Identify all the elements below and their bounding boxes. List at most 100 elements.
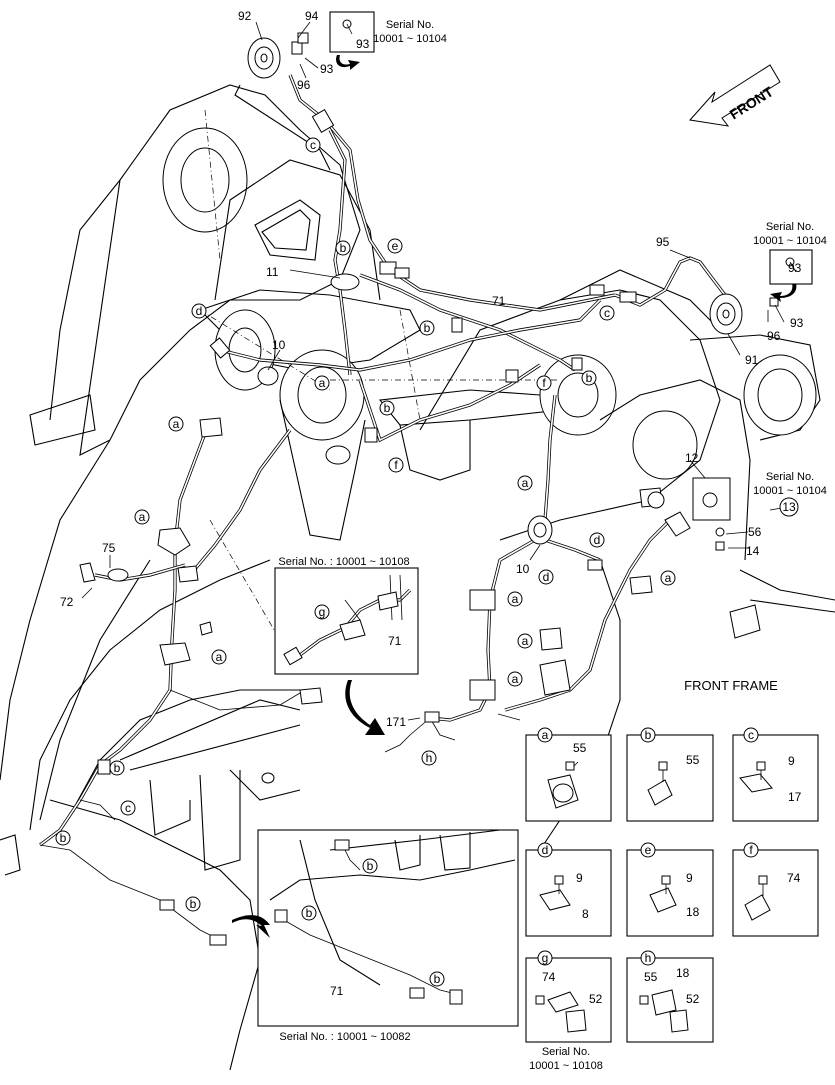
part-94: 94 — [305, 9, 319, 23]
serial-top-title: Serial No. — [386, 19, 434, 31]
inset-upper-serial: Serial No. : 10001 ~ 10108 — [278, 556, 409, 568]
detail-c-letter: c — [748, 728, 754, 742]
detail-box-a — [525, 734, 612, 822]
callout-b: b — [109, 760, 125, 776]
detail-f-header: f — [743, 842, 759, 858]
serial-labels: Serial No. 10001 ~ 10104 Serial No. 1000… — [278, 19, 826, 1072]
part-71: 71 — [492, 294, 506, 308]
part-9: 9 — [576, 871, 583, 885]
callout-g: g — [314, 604, 330, 620]
part-93: 93 — [790, 316, 804, 330]
callout-a-label: a — [173, 417, 180, 431]
callout-a: a — [168, 416, 184, 432]
detail-c-header: c — [743, 727, 759, 743]
part-55: 55 — [686, 753, 700, 767]
callout-f: f — [536, 375, 552, 391]
callout-a: a — [134, 509, 150, 525]
part-9: 9 — [788, 754, 795, 768]
callout-a-label: a — [522, 476, 529, 490]
detail-g-header: g — [537, 950, 553, 966]
callout-b-label: b — [190, 897, 197, 911]
callout-b-label: b — [114, 761, 121, 775]
callout-c: c — [599, 305, 615, 321]
part-10: 10 — [272, 338, 286, 352]
callout-c: c — [120, 800, 136, 816]
callout-13: 13 — [779, 497, 799, 517]
callout-b-label: b — [384, 401, 391, 415]
part-91: 91 — [745, 353, 759, 367]
part-71: 71 — [330, 984, 344, 998]
callout-e-label: e — [392, 239, 399, 253]
callout-a-label: a — [139, 510, 146, 524]
detail-f-letter: f — [749, 843, 753, 857]
callout-e: e — [387, 238, 403, 254]
part-9: 9 — [686, 871, 693, 885]
part-55: 55 — [573, 741, 587, 755]
part-18: 18 — [676, 966, 690, 980]
detail-a-header: a — [537, 727, 553, 743]
part-17: 17 — [788, 790, 802, 804]
detail-g-letter: g — [542, 951, 549, 965]
part-12: 12 — [685, 451, 699, 465]
part-96: 96 — [767, 329, 781, 343]
callout-f-label: f — [394, 458, 398, 472]
serial-right-title: Serial No. — [766, 221, 814, 233]
grommets — [257, 273, 731, 551]
callout-a-label: a — [522, 634, 529, 648]
callout-a: a — [660, 570, 676, 586]
callout-b: b — [185, 896, 201, 912]
detail-e-letter: e — [645, 843, 652, 857]
callout-h-label: h — [426, 751, 433, 765]
detail-b-letter: b — [645, 728, 652, 742]
callout-a-label: a — [512, 672, 519, 686]
serial-top-range: 10001 ~ 10104 — [373, 33, 447, 45]
detail-box-h — [626, 957, 714, 1043]
callout-b: b — [301, 905, 317, 921]
callout-d: d — [538, 569, 554, 585]
part-55: 55 — [644, 970, 658, 984]
part-93: 93 — [356, 37, 370, 51]
callout-d: d — [191, 303, 207, 319]
part-72: 72 — [60, 595, 74, 609]
detail-box-b — [626, 734, 714, 822]
callout-c-label: c — [604, 306, 610, 320]
part-71: 71 — [388, 634, 402, 648]
part-93: 93 — [788, 261, 802, 275]
callout-b: b — [581, 370, 597, 386]
part-171: 171 — [386, 715, 406, 729]
part-95: 95 — [656, 235, 670, 249]
callout-a-label: a — [512, 592, 519, 606]
callout-a-label: a — [319, 376, 326, 390]
detail-h-letter: h — [645, 951, 652, 965]
wire-harness — [39, 74, 727, 941]
part-13-label: 13 — [782, 500, 796, 514]
part-92: 92 — [238, 9, 252, 23]
detail-e-header: e — [640, 842, 656, 858]
callout-b: b — [419, 320, 435, 336]
front-frame-title: FRONT FRAME — [684, 678, 778, 693]
callout-b-label: b — [434, 972, 441, 986]
detail-box-g — [525, 957, 612, 1043]
detail-d-letter: d — [542, 843, 549, 857]
part-52: 52 — [589, 992, 603, 1006]
inset-lower-serial: Serial No. : 10001 ~ 10082 — [279, 1031, 410, 1043]
horn-91 — [709, 293, 779, 335]
callout-a: a — [211, 649, 227, 665]
part-93: 93 — [320, 62, 334, 76]
callout-b-label: b — [586, 371, 593, 385]
callout-a: a — [517, 633, 533, 649]
callout-b: b — [379, 400, 395, 416]
callout-b-label: b — [340, 241, 347, 255]
detail-box-f — [732, 849, 819, 937]
callout-d: d — [589, 532, 605, 548]
part-74: 74 — [542, 970, 556, 984]
callout-b: b — [362, 858, 378, 874]
serial-g-title: Serial No. — [542, 1046, 590, 1058]
callout-f-label: f — [542, 376, 546, 390]
part-74: 74 — [787, 871, 801, 885]
inset-pointers — [232, 55, 797, 938]
callout-a: a — [507, 591, 523, 607]
callout-c-label: c — [310, 138, 316, 152]
